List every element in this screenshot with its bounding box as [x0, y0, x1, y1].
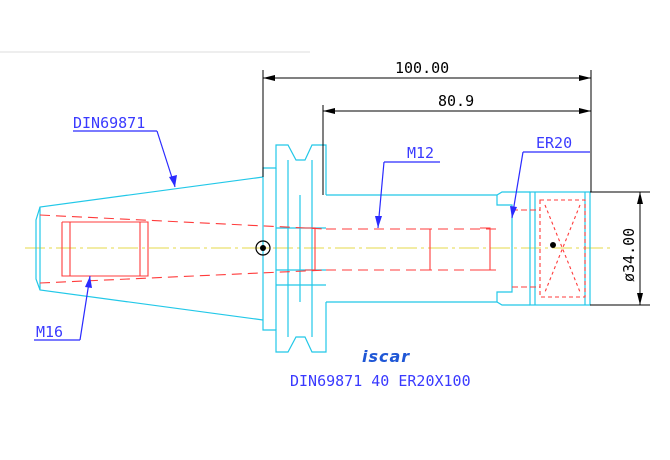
overall-length-label: 100.00 — [395, 59, 449, 77]
body — [326, 191, 591, 306]
callout-label-m16: M16 — [36, 323, 63, 341]
callout-m16 — [34, 275, 92, 341]
callout-label-m12: M12 — [407, 144, 434, 162]
hidden-bore — [39, 214, 500, 284]
dimension-gauge — [322, 105, 591, 195]
center-dot-left — [260, 245, 266, 251]
callout-din69871 — [73, 130, 177, 188]
center-dot-right — [550, 242, 556, 248]
gauge-length-label: 80.9 — [438, 92, 474, 110]
center-mark-left — [255, 240, 271, 256]
callout-label-er20: ER20 — [536, 134, 572, 152]
callout-m12 — [375, 161, 440, 229]
diameter-label: ø34.00 — [620, 228, 638, 282]
flange — [262, 144, 327, 353]
iscar-logo: iscar — [362, 347, 410, 366]
part-designation: DIN69871 40 ER20X100 — [290, 372, 471, 390]
dimension-overall — [262, 70, 592, 192]
collet-nut — [512, 199, 586, 298]
callout-er20 — [510, 151, 590, 219]
callout-label-din69871: DIN69871 — [73, 114, 145, 132]
dimension-diameter — [590, 191, 650, 306]
